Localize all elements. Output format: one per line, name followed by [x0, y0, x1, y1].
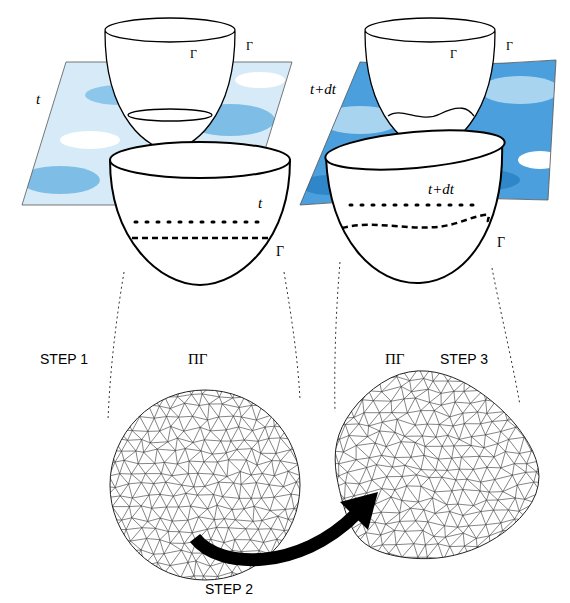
step-arrow [195, 492, 378, 560]
time-label: t+dt [428, 182, 454, 197]
boundary-label: Γ [246, 40, 253, 52]
boundary-label: Γ [190, 48, 197, 60]
boundary-label: Γ [506, 40, 513, 52]
time-label: t [36, 92, 40, 107]
bowl [110, 142, 290, 285]
boundary-label: Γ [276, 245, 284, 259]
boundary-label: Γ [497, 236, 505, 250]
projection-label: ΠΓ [188, 352, 208, 367]
time-label: t [258, 196, 262, 211]
projection-label: ΠΓ [385, 352, 405, 367]
step-label: STEP 3 [440, 352, 488, 366]
time-label: t+dt [310, 82, 336, 97]
bowl [324, 124, 506, 283]
step-label: STEP 1 [40, 352, 88, 366]
boundary-label: Γ [450, 48, 457, 60]
triangle-mesh [60, 371, 358, 601]
step-label: STEP 2 [205, 582, 253, 596]
triangle-mesh [273, 342, 570, 595]
bowl [105, 18, 235, 157]
